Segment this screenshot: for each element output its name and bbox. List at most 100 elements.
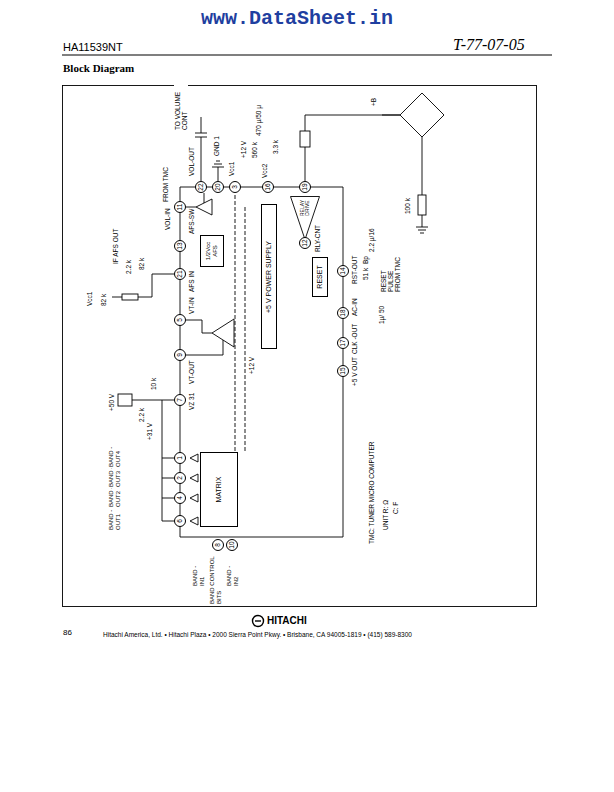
pin-circle: 18 <box>337 307 349 319</box>
component-value: 2.2 k <box>125 259 132 275</box>
pin-name: GND 1 <box>213 135 220 157</box>
buffer-symbol <box>190 517 198 525</box>
pin-number: 15 <box>339 367 346 374</box>
pin-number: 1 <box>176 456 183 460</box>
voltage-label: +50 V <box>108 393 115 412</box>
resistor-symbol <box>118 394 132 406</box>
pin-number: 10 <box>228 541 235 548</box>
pin-number: 20 <box>214 183 221 190</box>
pin-number: 17 <box>339 339 346 346</box>
band-bus <box>162 400 174 521</box>
capacitor-symbol <box>195 117 207 181</box>
pin-name: RLY-CNT <box>314 224 321 253</box>
component-value: 470 μ/50 μ <box>255 104 262 137</box>
wire <box>186 193 204 207</box>
buffer-symbol <box>190 494 198 502</box>
pin-name: AFS-SW <box>188 208 195 235</box>
page-number: 86 <box>62 629 73 638</box>
wire <box>186 340 223 355</box>
supply-bus <box>235 193 245 451</box>
pin-name: BAND -OUT1 <box>108 507 121 531</box>
pin-number: 8 <box>214 543 221 547</box>
signal-label: FROM TMC <box>162 166 169 203</box>
pin-circle: 1 <box>174 452 186 464</box>
pin-name: BAND -OUT4 <box>108 444 121 468</box>
ic-outline <box>180 187 343 537</box>
signal-label: TO VOLUME CONT <box>174 83 188 131</box>
signal-label: RESET PULSE FROM TMC <box>380 255 401 293</box>
pin-name: AC-IN <box>351 297 358 317</box>
pin-number: 6 <box>176 519 183 523</box>
pin-name: +5 V OUT <box>351 356 358 387</box>
reset-block: RESET <box>312 257 328 297</box>
component-value: 1μ/ 50 <box>378 303 385 325</box>
pin-name: VOL-OUT <box>188 146 195 177</box>
pin-number: 21 <box>176 270 183 277</box>
relay-coil <box>300 131 310 147</box>
pin-circle: 5 <box>174 314 186 326</box>
voltage-label: +12 V <box>248 356 255 375</box>
component-value: 51 k <box>362 267 369 281</box>
pin-number: 11 <box>176 204 183 211</box>
pin-circle: 21 <box>174 268 186 280</box>
pin-number: 4 <box>176 496 183 500</box>
handwritten-note: T-77-07-05 <box>452 36 526 54</box>
pin-circle: 3 <box>229 181 241 193</box>
connector-layer <box>62 85 537 607</box>
wire <box>382 115 422 227</box>
pin-circle: 9 <box>174 349 186 361</box>
pin-circle: 2 <box>174 472 186 484</box>
pin-name: Vcc1 <box>228 161 235 177</box>
signal-label: BAND CONTROL BITS <box>209 551 222 605</box>
pin-circle: 11 <box>174 201 186 213</box>
pin-circle: 8 <box>212 539 224 551</box>
resistor-symbol <box>418 195 426 215</box>
pin-name: VOL-IN <box>164 207 171 231</box>
wire <box>112 274 174 297</box>
pin-circle: 15 <box>337 365 349 377</box>
pin-circle: 20 <box>212 181 224 193</box>
pin-number: 3 <box>231 185 238 189</box>
component-value: 82 k <box>138 257 145 271</box>
pin-circle: 6 <box>174 515 186 527</box>
signal-label: IF AFS OUT <box>112 228 119 265</box>
component-value: 2.2 μ/16 <box>368 227 375 253</box>
pin-number: 2 <box>176 476 183 480</box>
ground-symbol <box>212 161 224 181</box>
pin-number: 13 <box>176 242 183 249</box>
pin-circle: 22 <box>195 181 207 193</box>
footer-address: Hitachi America, Ltd. • Hitachi Plaza • … <box>102 631 413 638</box>
note: TMC: TUNER MICRO COMPUTER <box>368 441 375 545</box>
pin-name: BAND -IN2 <box>226 559 239 587</box>
pin-circle: 19 <box>299 181 311 193</box>
pin-name: VT-IN <box>188 296 195 315</box>
pin-circle: 7 <box>174 394 186 406</box>
pin-number: 14 <box>339 267 346 274</box>
pin-circle: 12 <box>299 237 311 249</box>
voltage-label: +31 V <box>146 422 153 441</box>
rotated-diagram: +5 V POWER SUPPLYRESETMATRIX1/2Vcc AFSRE… <box>62 85 537 607</box>
resistor-symbol <box>122 294 138 300</box>
pin-circle: 14 <box>337 265 349 277</box>
logo-bar <box>255 620 261 621</box>
component-value: 3.3 k <box>272 139 279 155</box>
frame <box>63 86 537 607</box>
pin-number: 9 <box>176 353 183 357</box>
note: UNIT R: Ω <box>382 499 389 531</box>
component-value: Bp <box>362 255 369 265</box>
component-value: 560 k <box>251 141 258 159</box>
voltage-label: +B <box>370 97 377 107</box>
block-text: RESET <box>316 265 324 288</box>
pin-number: 19 <box>301 183 308 190</box>
note: C: F <box>392 501 399 515</box>
pin-name: VZ 31 <box>188 392 195 411</box>
component-value: 2.2 k <box>138 407 145 423</box>
header-rule <box>62 54 552 55</box>
logo-ring <box>253 616 264 627</box>
component-value: 10 k <box>150 377 157 391</box>
wire <box>305 115 400 181</box>
pin-name: BAND -IN1 <box>192 559 205 587</box>
component-value: 100 k <box>404 197 411 215</box>
section-heading: Block Diagram <box>62 62 135 74</box>
